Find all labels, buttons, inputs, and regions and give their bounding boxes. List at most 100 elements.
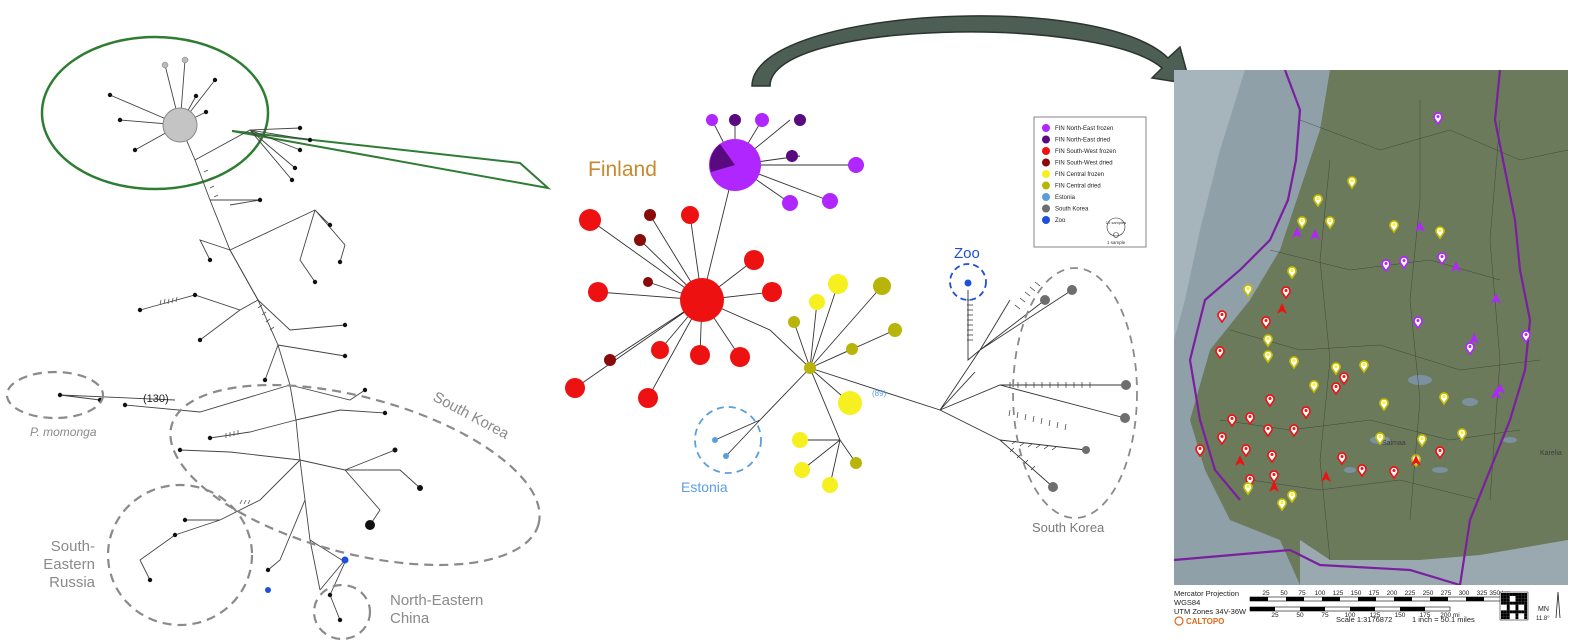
- caltopo-logo-icon: [1174, 616, 1184, 626]
- map-pin: [1287, 490, 1297, 504]
- map-pin: [1309, 380, 1319, 394]
- scale-segment: [1400, 607, 1425, 611]
- map-pin: [1263, 424, 1273, 438]
- mi-tick-label: 50: [1296, 612, 1304, 619]
- legend-item: FIN South-West dried: [1042, 158, 1113, 167]
- middle-network: Finland (89): [565, 113, 1147, 535]
- ne-nodes: [706, 113, 864, 211]
- map-arrow-marker: [1321, 471, 1331, 482]
- mi-tick-label: 150: [1395, 612, 1406, 619]
- legend-swatch: [1042, 181, 1050, 190]
- map-arrow-marker: [1491, 293, 1501, 304]
- map-arrow-marker: [1469, 333, 1479, 344]
- map-pin: [1245, 412, 1255, 426]
- estonia-label: Estonia: [681, 479, 728, 495]
- map-pin: [1263, 350, 1273, 364]
- legend-label: FIN Central frozen: [1055, 172, 1104, 178]
- estonia-ring: [694, 406, 762, 474]
- south-korea-ellipse: [169, 383, 541, 567]
- scale-segment: [1322, 597, 1340, 601]
- legend-label: FIN North-East frozen: [1055, 126, 1113, 132]
- map-arrow-marker: [1235, 455, 1245, 466]
- scale-segment: [1358, 597, 1376, 601]
- mn-label: MN: [1538, 606, 1549, 613]
- legend-swatch: [1042, 158, 1050, 167]
- map-projection: Mercator Projection: [1174, 589, 1239, 598]
- map-pin: [1439, 392, 1449, 406]
- map-pin: [1269, 470, 1279, 484]
- map-pin: [1195, 444, 1205, 458]
- map-pin: [1217, 432, 1227, 446]
- km-tick-label: 25: [1262, 590, 1270, 597]
- km-tick-label: 325: [1477, 590, 1488, 597]
- momonga-edge-count: (130): [143, 393, 169, 405]
- map-pin: [1215, 346, 1225, 360]
- mi-tick-label: 75: [1321, 612, 1329, 619]
- map-pin: [1435, 446, 1445, 460]
- momonga-ellipse: [5, 370, 105, 420]
- scale-segment: [1286, 597, 1304, 601]
- scale-segment: [1250, 597, 1268, 601]
- map-pin: [1245, 474, 1255, 488]
- map-arrow-marker: [1292, 227, 1302, 238]
- legend-label: FIN North-East dried: [1055, 138, 1110, 144]
- zoom-callout: [231, 130, 552, 190]
- map-pin: [1289, 424, 1299, 438]
- legend-item: Zoo: [1042, 216, 1066, 224]
- map-pin: [1437, 252, 1447, 266]
- map-pin: [1243, 482, 1253, 496]
- km-tick-label: 300: [1459, 590, 1470, 597]
- map-pin: [1357, 464, 1367, 478]
- legend-swatch: [1042, 147, 1050, 155]
- se-russia-label-3: Russia: [49, 574, 96, 591]
- map-scale-area: Mercator Projection WGS84 UTM Zones 34V-…: [1174, 589, 1561, 626]
- map-arrow-marker: [1491, 388, 1501, 399]
- mi-tick-label: 25: [1271, 612, 1279, 619]
- map-pin: [1217, 310, 1227, 324]
- korea-label: South Korea: [1032, 520, 1105, 535]
- legend-label: South Korea: [1055, 207, 1089, 213]
- ne-china-ellipse: [312, 583, 372, 641]
- legend-item: FIN Central frozen: [1042, 170, 1104, 178]
- map-pin: [1281, 286, 1291, 300]
- map-pin: [1301, 406, 1311, 420]
- map-pin: [1347, 176, 1357, 190]
- legend-label: FIN Central dried: [1055, 184, 1101, 190]
- sw-nodes: [565, 206, 782, 408]
- legend-label: FIN South-West dried: [1055, 161, 1113, 167]
- km-tick-label: 200: [1387, 590, 1398, 597]
- mn-degree: 11.8°: [1536, 616, 1550, 622]
- map-arrow-marker: [1451, 261, 1461, 272]
- center-haplotype-node: [162, 107, 198, 143]
- map-pin: [1417, 434, 1427, 448]
- legend-label: FIN South-West frozen: [1055, 149, 1116, 155]
- legend-item: FIN Central dried: [1042, 181, 1101, 190]
- legend-swatch: [1042, 170, 1050, 178]
- km-tick-label: 100: [1315, 590, 1326, 597]
- map-pin: [1325, 216, 1335, 230]
- finland-map: Saimaa Karelia Mercator Projection WGS84…: [1174, 70, 1568, 626]
- size-key-small: 1 sample: [1107, 240, 1126, 245]
- map-pin: [1227, 414, 1237, 428]
- map-arrow-marker: [1415, 221, 1425, 232]
- korea-ellipse: [1012, 267, 1138, 519]
- se-russia-label-1: South-: [51, 538, 95, 555]
- central-nodes: [788, 274, 902, 493]
- legend-swatch: [1042, 204, 1050, 213]
- legend-item: Estonia: [1042, 193, 1076, 201]
- legend-label: Estonia: [1055, 195, 1076, 201]
- ne-china-label-2: China: [390, 610, 430, 627]
- north-arrow-icon: [1555, 591, 1561, 619]
- map-pin: [1413, 316, 1423, 330]
- map-pin: [1389, 220, 1399, 234]
- legend-label: Zoo: [1055, 218, 1066, 224]
- map-pin: [1339, 372, 1349, 386]
- zoo-label: Zoo: [954, 245, 980, 262]
- scale-segment: [1466, 597, 1484, 601]
- map-arrow-marker: [1277, 303, 1287, 314]
- momonga-label: P. momonga: [30, 425, 97, 439]
- map-pin: [1337, 452, 1347, 466]
- km-tick-label: 175: [1369, 590, 1380, 597]
- map-pin: [1313, 194, 1323, 208]
